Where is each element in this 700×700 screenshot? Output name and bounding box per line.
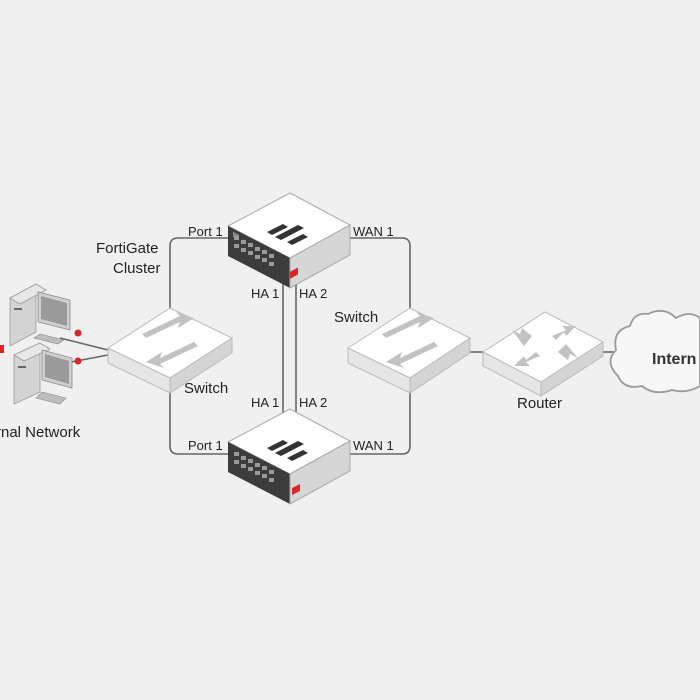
link-dot-red <box>74 329 82 337</box>
network-switch-icon <box>106 307 234 394</box>
fortigate-appliance-icon <box>226 192 352 289</box>
internal-network-label: rnal Network <box>0 424 81 441</box>
fortigate-cluster-label-line2: Cluster <box>113 260 161 277</box>
internet-label: Intern <box>652 351 696 368</box>
bottom-ha1-label: HA 1 <box>251 395 279 410</box>
link-dot-red <box>74 357 82 365</box>
desktop-pc-icon <box>9 283 71 347</box>
desktop-pc-icon <box>13 342 73 405</box>
top-wan1-label: WAN 1 <box>353 224 394 239</box>
connection-lines <box>54 237 618 455</box>
top-ha2-label: HA 2 <box>299 286 327 301</box>
internet-cloud-icon <box>609 309 700 394</box>
wire-pc-top-to-switch <box>59 337 109 351</box>
fortigate-cluster-label-line1: FortiGate <box>96 240 159 257</box>
wire-switch-to-top-port1 <box>169 237 228 310</box>
top-ha1-label: HA 1 <box>251 286 279 301</box>
router-icon <box>482 311 604 397</box>
top-port1-label: Port 1 <box>188 224 223 239</box>
network-switch-icon <box>346 307 471 394</box>
wire-switch-to-bottom-port1 <box>169 385 228 455</box>
fortigate-appliance-icon <box>226 408 352 505</box>
right-switch-label: Switch <box>334 309 378 326</box>
left-switch-label: Switch <box>184 380 228 397</box>
bottom-ha2-label: HA 2 <box>299 395 327 410</box>
bottom-wan1-label: WAN 1 <box>353 438 394 453</box>
partial-pc-indicator <box>0 345 4 353</box>
bottom-port1-label: Port 1 <box>188 438 223 453</box>
wire-bottom-wan1-to-switch <box>350 390 411 455</box>
wire-top-wan1-to-switch <box>350 237 411 315</box>
router-label: Router <box>517 395 562 412</box>
